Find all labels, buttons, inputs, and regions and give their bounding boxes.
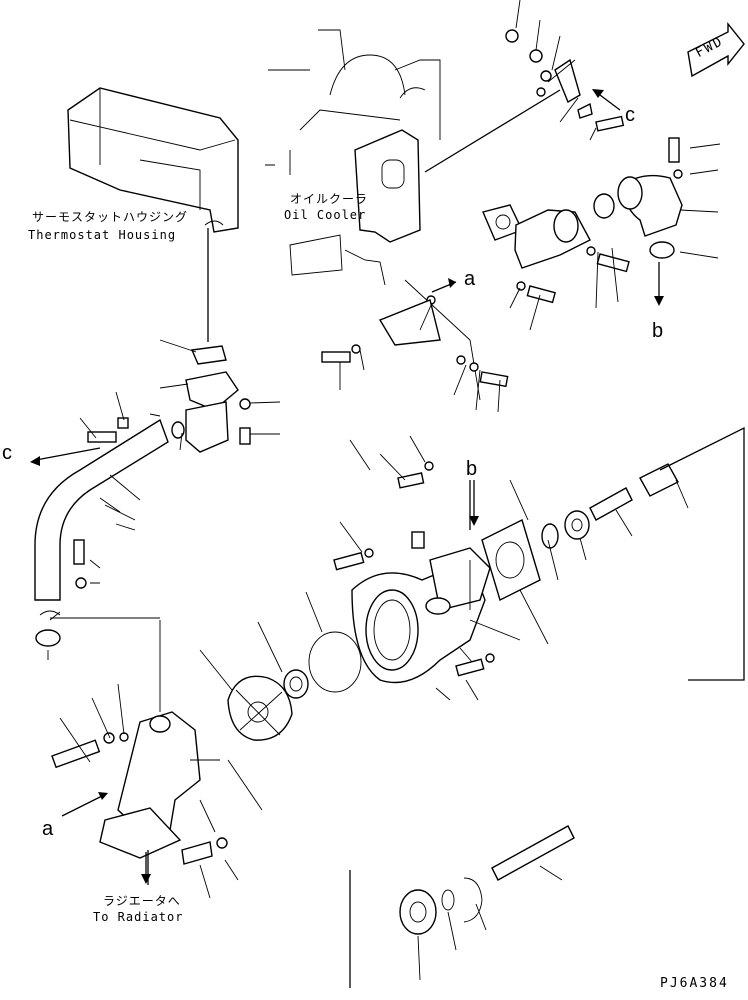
ref-label-c-left: c (2, 442, 12, 464)
bracket-parts-top (424, 29, 625, 173)
o-ring (308, 631, 362, 693)
impeller (227, 669, 309, 741)
ref-label-c-top: c (625, 104, 635, 126)
pump-gasket-and-bearings (481, 426, 745, 681)
leader-lines (47, 0, 721, 981)
thermostat-housing-label-en: Thermostat Housing (28, 228, 177, 242)
to-radiator-label-en: To Radiator (93, 910, 184, 924)
small-gasket-left (35, 629, 61, 647)
outlet-elbow (51, 711, 228, 885)
ref-label-a-bottom: a (42, 818, 54, 840)
fwd-arrow-icon (687, 22, 745, 78)
water-pump-body (333, 461, 495, 684)
drawing-code: PJ6A384 (660, 976, 729, 991)
ref-label-a-top: a (464, 268, 476, 290)
ref-label-b-center: b (466, 458, 478, 480)
bottom-shaft-group (349, 825, 575, 988)
flow-arrow-icon (30, 89, 664, 884)
engine-block (265, 29, 481, 401)
curved-water-pipe (34, 418, 169, 616)
elbow-pipe-right (593, 137, 683, 259)
to-radiator-label-jp: ラジエータへ (103, 894, 181, 908)
oil-cooler-label-en: Oil Cooler (284, 208, 367, 222)
oil-cooler-label-jp: オイルクーラ (290, 192, 369, 206)
thermostat-housing-cover (67, 87, 239, 233)
thermostat-housing-label-jp: サーモスタットハウジング (32, 210, 189, 224)
ref-label-b-right: b (652, 320, 664, 342)
bolts-and-washers (73, 246, 630, 589)
thermostat-lower-housing (171, 228, 239, 453)
oil-cooler-elbow (482, 204, 591, 269)
